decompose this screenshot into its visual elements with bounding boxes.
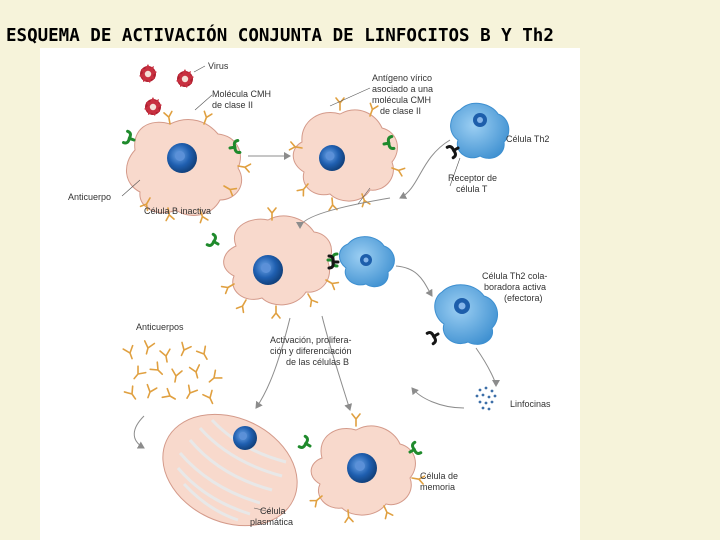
label-tcr-2: célula T bbox=[456, 184, 488, 194]
label-mhc-2: de clase II bbox=[212, 100, 253, 110]
leader-lines bbox=[121, 65, 461, 513]
label-plasma-1: Célula bbox=[260, 506, 286, 516]
active-th2-cell bbox=[425, 284, 499, 346]
label-active-th2-1: Célula Th2 cola- bbox=[482, 271, 547, 281]
b-cell-binding-th2 bbox=[205, 207, 340, 319]
lymphokine-dots bbox=[475, 386, 497, 411]
label-inactive-b: Célula B inactiva bbox=[144, 206, 211, 216]
label-antigen-1: Antígeno vírico bbox=[372, 73, 432, 83]
label-tcr-1: Receptor de bbox=[448, 173, 497, 183]
process-arrows bbox=[133, 139, 500, 449]
plasma-cell bbox=[162, 413, 298, 527]
label-lymphokines: Linfocinas bbox=[510, 399, 551, 409]
label-virus: Virus bbox=[208, 61, 229, 71]
label-activation-3: de las células B bbox=[286, 357, 349, 367]
inactive-b-cell bbox=[121, 110, 252, 224]
label-activation-1: Activación, prolifera- bbox=[270, 335, 352, 345]
th2-cell bbox=[445, 102, 510, 160]
label-mhc-1: Molécula CMH bbox=[212, 89, 271, 99]
label-th2-cell: Célula Th2 bbox=[506, 134, 549, 144]
b-th2-activation-diagram: Virus Molécula CMH de clase II Antígeno … bbox=[68, 61, 551, 527]
label-active-th2-3: (efectora) bbox=[504, 293, 543, 303]
label-memory-2: memoria bbox=[420, 482, 455, 492]
label-antigen-2: asociado a una bbox=[372, 84, 433, 94]
label-memory-1: Célula de bbox=[420, 471, 458, 481]
label-activation-2: ción y diferenciación bbox=[270, 346, 352, 356]
virus-icon bbox=[139, 64, 194, 116]
b-cell-with-antigen bbox=[288, 97, 406, 212]
label-antibodies: Anticuerpos bbox=[136, 322, 184, 332]
th2-cell-bound bbox=[327, 236, 395, 288]
memory-cell bbox=[297, 413, 426, 524]
slide-title: ESQUEMA DE ACTIVACIÓN CONJUNTA DE LINFOC… bbox=[6, 26, 554, 46]
free-antibodies bbox=[122, 340, 223, 407]
label-plasma-2: plasmática bbox=[250, 517, 293, 527]
label-antigen-3: molécula CMH bbox=[372, 95, 431, 105]
label-antibody: Anticuerpo bbox=[68, 192, 111, 202]
label-antigen-4: de clase II bbox=[380, 106, 421, 116]
label-active-th2-2: boradora activa bbox=[484, 282, 546, 292]
